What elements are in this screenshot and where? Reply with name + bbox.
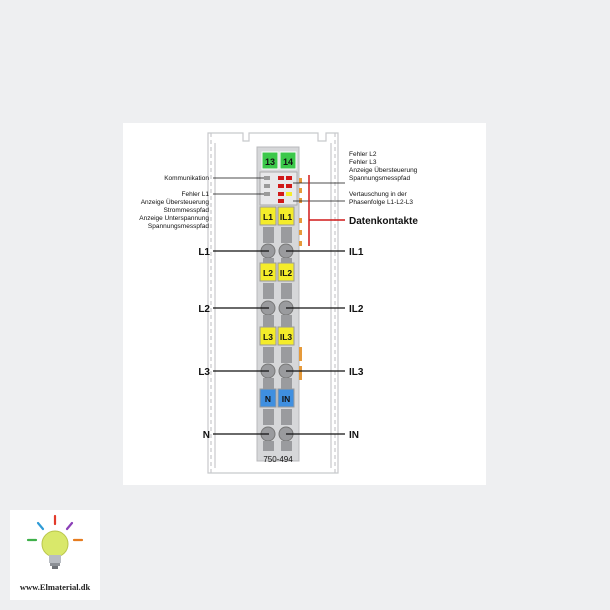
wire-label-il1: IL1: [349, 247, 364, 258]
wire-label-l2: L2: [198, 304, 210, 315]
module-diagram: 13 14: [139, 132, 418, 474]
wire-label-l1: L1: [198, 247, 210, 258]
logo-text: www.Elmaterial.dk: [19, 582, 91, 592]
terminal-il3-label: IL3: [280, 332, 293, 342]
terminal-in-label: IN: [282, 394, 291, 404]
diagram-panel: 13 14: [123, 123, 486, 485]
annotation-anzeige-uebersteuerung-strom: Anzeige Übersteuerung: [141, 198, 210, 206]
annotation-fehler-l1: Fehler L1: [182, 191, 210, 198]
wires: [213, 250, 345, 435]
terminal-13-label: 13: [265, 157, 275, 167]
terminal-pair-n: N IN: [259, 388, 295, 451]
right-leaders: [293, 182, 345, 202]
left-leaders: [213, 177, 264, 195]
annotation-fehler-l3: Fehler L3: [349, 159, 377, 166]
datenkontakte-bracket: [308, 175, 345, 246]
annotation-spannungsmesspfad-left: Spannungsmesspfad: [148, 223, 209, 230]
wire-label-n: N: [203, 430, 210, 441]
annotation-kommunikation: Kommunikation: [164, 175, 209, 182]
annotation-strommesspfad: Strommesspfad: [163, 207, 209, 214]
led-indicators: [264, 176, 292, 203]
wire-label-in: IN: [349, 430, 359, 441]
rail-outline: [207, 132, 339, 474]
terminal-l1-label: L1: [263, 212, 273, 222]
terminal-l3-label: L3: [263, 332, 273, 342]
wire-label-il3: IL3: [349, 367, 364, 378]
terminal-14-label: 14: [283, 157, 293, 167]
annotation-datenkontakte: Datenkontakte: [349, 216, 418, 227]
data-contacts: [299, 178, 302, 380]
wire-label-il2: IL2: [349, 304, 364, 315]
annotation-vertauschung: Vertauschung in der: [349, 191, 408, 198]
annotation-anzeige-unterspannung: Anzeige Unterspannung: [139, 215, 209, 222]
terminal-pair-l2: L2 IL2: [259, 262, 295, 327]
lightbulb-icon: [26, 514, 84, 569]
terminal-n-label: N: [265, 394, 271, 404]
logo-box[interactable]: www.Elmaterial.dk: [10, 510, 100, 600]
terminal-l2-label: L2: [263, 268, 273, 278]
annotation-phasenfolge: Phasenfolge L1-L2-L3: [349, 199, 413, 206]
terminal-il2-label: IL2: [280, 268, 293, 278]
annotation-spannungsmesspfad-right: Spannungsmesspfad: [349, 175, 410, 182]
annotation-fehler-l2: Fehler L2: [349, 151, 377, 158]
terminal-il1-label: IL1: [280, 212, 293, 222]
terminal-13: [261, 151, 279, 170]
terminal-14: [279, 151, 297, 170]
part-number: 750-494: [263, 455, 293, 464]
annotation-anzeige-uebersteuerung-spannung: Anzeige Übersteuerung: [349, 166, 418, 174]
wire-label-l3: L3: [198, 367, 210, 378]
